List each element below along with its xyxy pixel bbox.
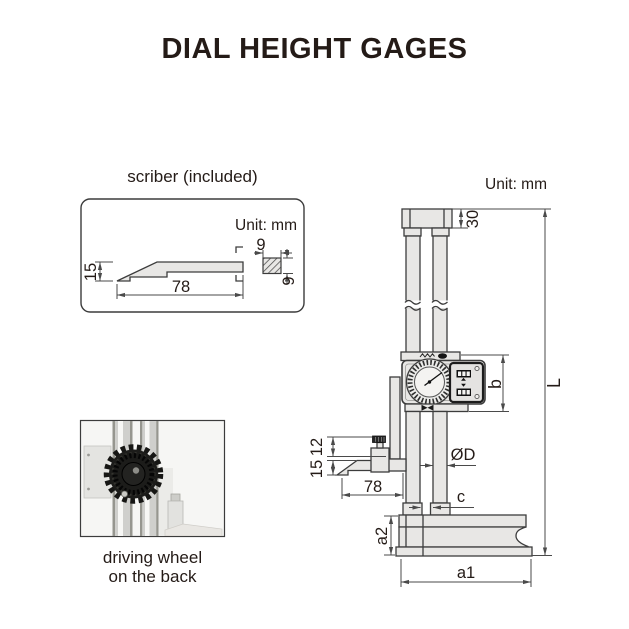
- counter-digit: [466, 371, 470, 376]
- scriber-panel-title: scriber (included): [127, 167, 258, 186]
- scriber-panel-border: [80, 198, 305, 313]
- scriber-blade-profile: [116, 261, 244, 282]
- svg-text:a1: a1: [457, 564, 475, 582]
- svg-text:9: 9: [256, 236, 265, 254]
- dim-scriber-reach: 78: [341, 473, 404, 499]
- column-left-lower: [405, 410, 421, 504]
- gage-unit-note: Unit: mm: [485, 176, 547, 193]
- photo-caption-line2: on the back: [108, 567, 197, 586]
- plate-screw: [87, 453, 90, 457]
- scriber-blade: [334, 459, 373, 476]
- wheel-screw: [121, 490, 128, 498]
- photo-caption: driving wheel on the back: [74, 548, 231, 586]
- dim-column-diameter: ØD: [420, 446, 476, 468]
- counter-digit: [462, 390, 466, 395]
- panel-screw: [474, 393, 480, 400]
- dial-indicator: [405, 358, 454, 406]
- break-gap: [403, 300, 450, 309]
- column-right-lower: [432, 410, 448, 504]
- wheel-hub: [132, 467, 140, 474]
- dim-section-height: 9: [280, 249, 298, 286]
- collar-left: [403, 227, 422, 237]
- svg-text:9: 9: [280, 276, 298, 285]
- thumbscrew-stem: [376, 441, 384, 449]
- counter-digit: [462, 371, 466, 376]
- clamp-knob-photo: [170, 493, 181, 502]
- scriber-clamp-block: [370, 447, 390, 473]
- svg-text:L: L: [544, 378, 564, 388]
- column-foot-left: [402, 502, 423, 516]
- scriber-diagram: Unit: mm 15 78 9: [80, 198, 305, 313]
- beam-cap: [401, 208, 453, 229]
- svg-text:ØD: ØD: [451, 446, 476, 464]
- svg-text:12: 12: [308, 438, 326, 456]
- dim-base-height: a2: [373, 515, 398, 556]
- photo-caption-line1: driving wheel: [102, 548, 203, 567]
- counter-digit: [458, 390, 462, 395]
- svg-text:78: 78: [364, 478, 382, 496]
- column-right-upper: [432, 235, 448, 303]
- counter-digit: [466, 390, 470, 395]
- collar-right: [431, 227, 450, 237]
- dim-scriber-tip-height: 15: [308, 460, 356, 478]
- carriage-bottom-clamp: [404, 403, 469, 413]
- base-bottom-band: [395, 546, 533, 557]
- base-plate-photo: [164, 523, 223, 536]
- base-body: [398, 526, 529, 548]
- counter-digit: [458, 371, 462, 376]
- clamp-spring: [419, 352, 435, 358]
- clamp-mark: [427, 404, 434, 411]
- dim-column-gap: c: [409, 488, 474, 510]
- break-line: [404, 299, 421, 305]
- panel-screw: [474, 365, 480, 372]
- counter-panel: [448, 361, 485, 404]
- dim-blade-height: 15: [82, 261, 113, 282]
- column-right-mid: [432, 307, 448, 354]
- clamp-knob: [438, 353, 447, 359]
- break-line: [404, 305, 421, 311]
- down-arrow-icon: [461, 383, 466, 387]
- section-mark-top: [235, 246, 243, 253]
- plate-screw: [87, 487, 90, 491]
- dim-cap-height: 30: [452, 209, 482, 229]
- dim-clamp-height: 12: [308, 436, 386, 457]
- svg-text:30: 30: [464, 210, 482, 228]
- scriber-cross-section: [262, 257, 282, 275]
- dim-total-height: L: [532, 209, 564, 556]
- dim-carriage-height: b: [461, 354, 509, 412]
- thumbscrew-knurl: [375, 437, 385, 442]
- column-foot-right: [429, 502, 451, 516]
- gage-diagram: Unit: mm 30: [308, 176, 564, 587]
- thumbscrew-head: [372, 435, 386, 443]
- clamp-mark: [421, 404, 428, 411]
- scriber-unit-note: Unit: mm: [235, 217, 297, 234]
- svg-text:c: c: [457, 488, 465, 506]
- break-line: [431, 305, 448, 311]
- break-line: [431, 299, 448, 305]
- dim-base-length: a1: [400, 559, 532, 587]
- dial-hub: [427, 380, 432, 384]
- svg-text:b: b: [485, 379, 505, 389]
- svg-text:15: 15: [82, 263, 100, 281]
- dim-blade-length: 78: [116, 275, 244, 299]
- page-title: DIAL HEIGHT GAGES: [161, 33, 468, 65]
- base-top-plate: [398, 514, 527, 528]
- column-left-upper: [405, 235, 421, 303]
- scriber-bracket-plate: [389, 376, 401, 460]
- driving-wheel-photo: [79, 419, 226, 538]
- driving-wheel: [103, 444, 164, 504]
- svg-text:a2: a2: [373, 527, 391, 545]
- dial-needle: [424, 371, 443, 387]
- up-arrow-icon: [461, 377, 466, 381]
- section-mark-bottom: [235, 275, 243, 282]
- svg-text:15: 15: [308, 460, 326, 478]
- svg-text:78: 78: [172, 278, 190, 296]
- column-left-mid: [405, 307, 421, 354]
